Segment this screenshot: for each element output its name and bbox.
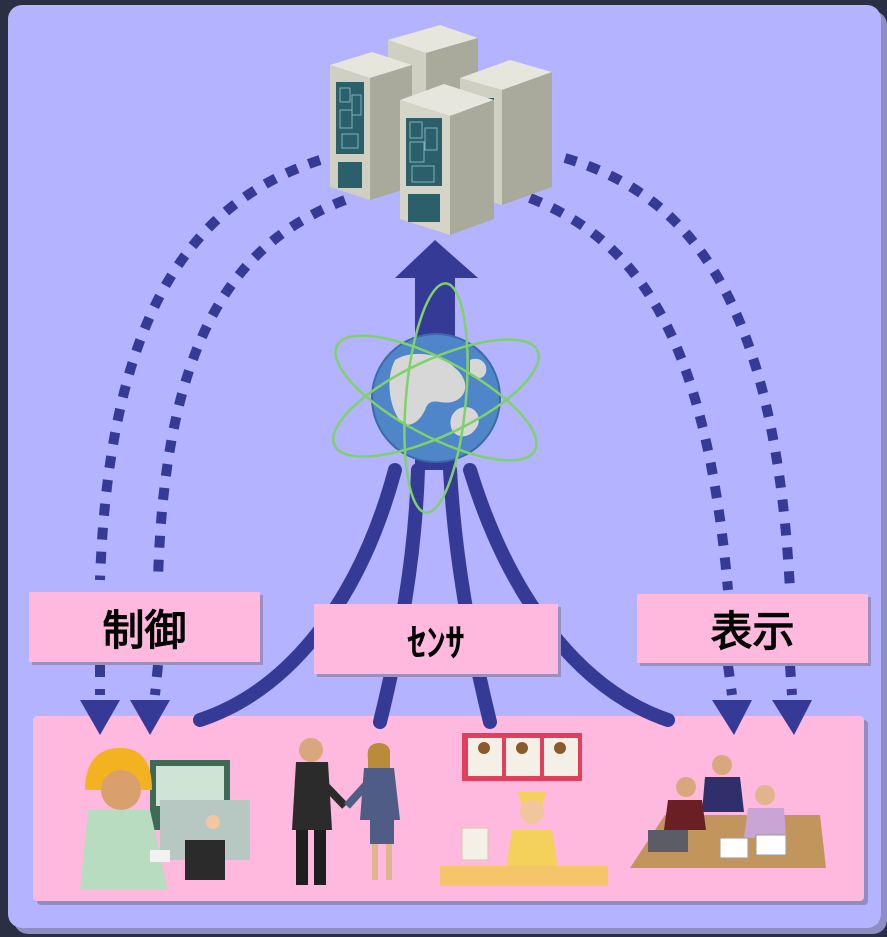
server-cluster-icon (330, 25, 552, 235)
business-handshake-icon (292, 738, 400, 885)
meeting-team-icon (630, 755, 826, 868)
control-dashed-arrows (95, 155, 347, 696)
globe-icon (331, 282, 541, 514)
display-label: 表示 (637, 594, 868, 663)
arrowhead (712, 700, 752, 735)
display-dashed-arrows (528, 153, 797, 696)
arrowhead (130, 700, 170, 735)
control-label: 制御 (29, 592, 260, 662)
main-arrow-head (395, 240, 478, 278)
arrowhead (80, 700, 120, 735)
factory-worker-icon (80, 748, 250, 890)
shop-clerk-icon (440, 733, 608, 886)
arrowhead (772, 700, 812, 735)
sensor-label: ｾﾝｻ (314, 604, 558, 674)
